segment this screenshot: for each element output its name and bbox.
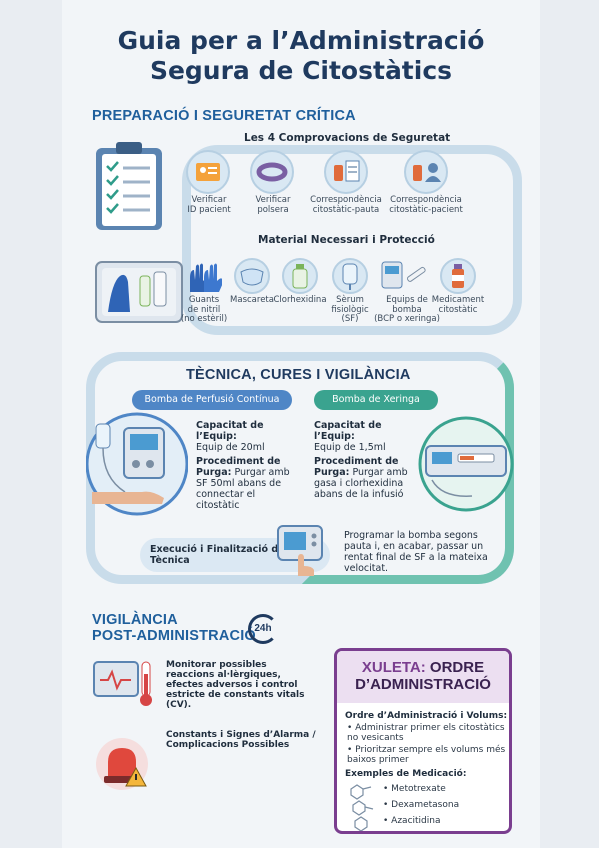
molecule-icon [350, 784, 374, 831]
continuous-purge: Procediment de Purga: Purgar amb SF 50ml… [196, 456, 290, 511]
section-heading-preparation: PREPARACIÓ I SEGURETAT CRÍTICA [92, 108, 356, 124]
saline-bag-icon [332, 258, 368, 294]
checks-heading: Les 4 Comprovacions de Seguretat [244, 132, 451, 144]
tray-icon [95, 261, 183, 323]
syringe-capacity: Capacitat de l’Equip:Equip de 1,5ml [314, 420, 386, 453]
drug-patient-icon [404, 150, 448, 194]
monitor-thermometer-icon [93, 661, 152, 706]
drug-document-icon [324, 150, 368, 194]
infographic: Guia per a l’Administració Segura de Cit… [62, 0, 540, 848]
material-heading: Material Necessari i Protecció [258, 234, 435, 246]
drug-name: • Azacitidina [383, 816, 441, 826]
wristband-icon [250, 150, 294, 194]
touchscreen-hand-icon [277, 525, 323, 576]
gloves-icon [186, 258, 223, 294]
syringe-pump-illustration [418, 416, 514, 512]
clock-24h-icon: 24h [248, 614, 278, 644]
mask-icon [234, 258, 270, 294]
pump-syringe-icon [380, 258, 430, 294]
continuous-capacity: Capacitat de l’Equip:Equip de 20ml [196, 420, 265, 453]
drug-name: • Dexametasona [383, 800, 460, 810]
execution-text: Programar la bomba segons pauta i, en ac… [344, 530, 488, 574]
pump-syringe-label: Bomba de Xeringa [314, 390, 438, 410]
vial-icon [440, 258, 476, 294]
page-title: Guia per a l’Administració [117, 26, 485, 55]
pump-continuous-label: Bomba de Perfusió Contínua [132, 390, 292, 410]
order-bullet: • Administrar primer els citostàtics no … [347, 723, 505, 743]
order-bullet: • Prioritzar sempre els volums més baixo… [347, 745, 506, 765]
page-title-line2: Segura de Citostàtics [149, 56, 453, 85]
material-caption: Clorhexidina [273, 295, 327, 305]
syringe-purge: Procediment de Purga: Purgar amb gasa i … [314, 456, 408, 500]
section-heading-technique: TÈCNICA, CURES I VIGILÀNCIA [186, 367, 411, 383]
monitor-text: Monitorar possibles reaccions al·lèrgiqu… [166, 660, 305, 710]
infusion-pump-illustration [86, 412, 188, 516]
material-caption: Mascareta [230, 295, 274, 305]
drug-name: • Metotrexate [383, 784, 446, 794]
order-heading: Ordre d’Administració i Volums: [345, 711, 508, 721]
alarm-light-icon [96, 738, 148, 790]
id-card-icon [186, 150, 230, 194]
clipboard-checklist-icon [96, 142, 162, 230]
flow-band [182, 145, 522, 335]
examples-heading: Exemples de Medicació: [345, 769, 467, 779]
chlorhexidine-bottle-icon [282, 258, 318, 294]
alarm-text: Constants i Signes d’Alarma / Complicaci… [166, 730, 316, 750]
